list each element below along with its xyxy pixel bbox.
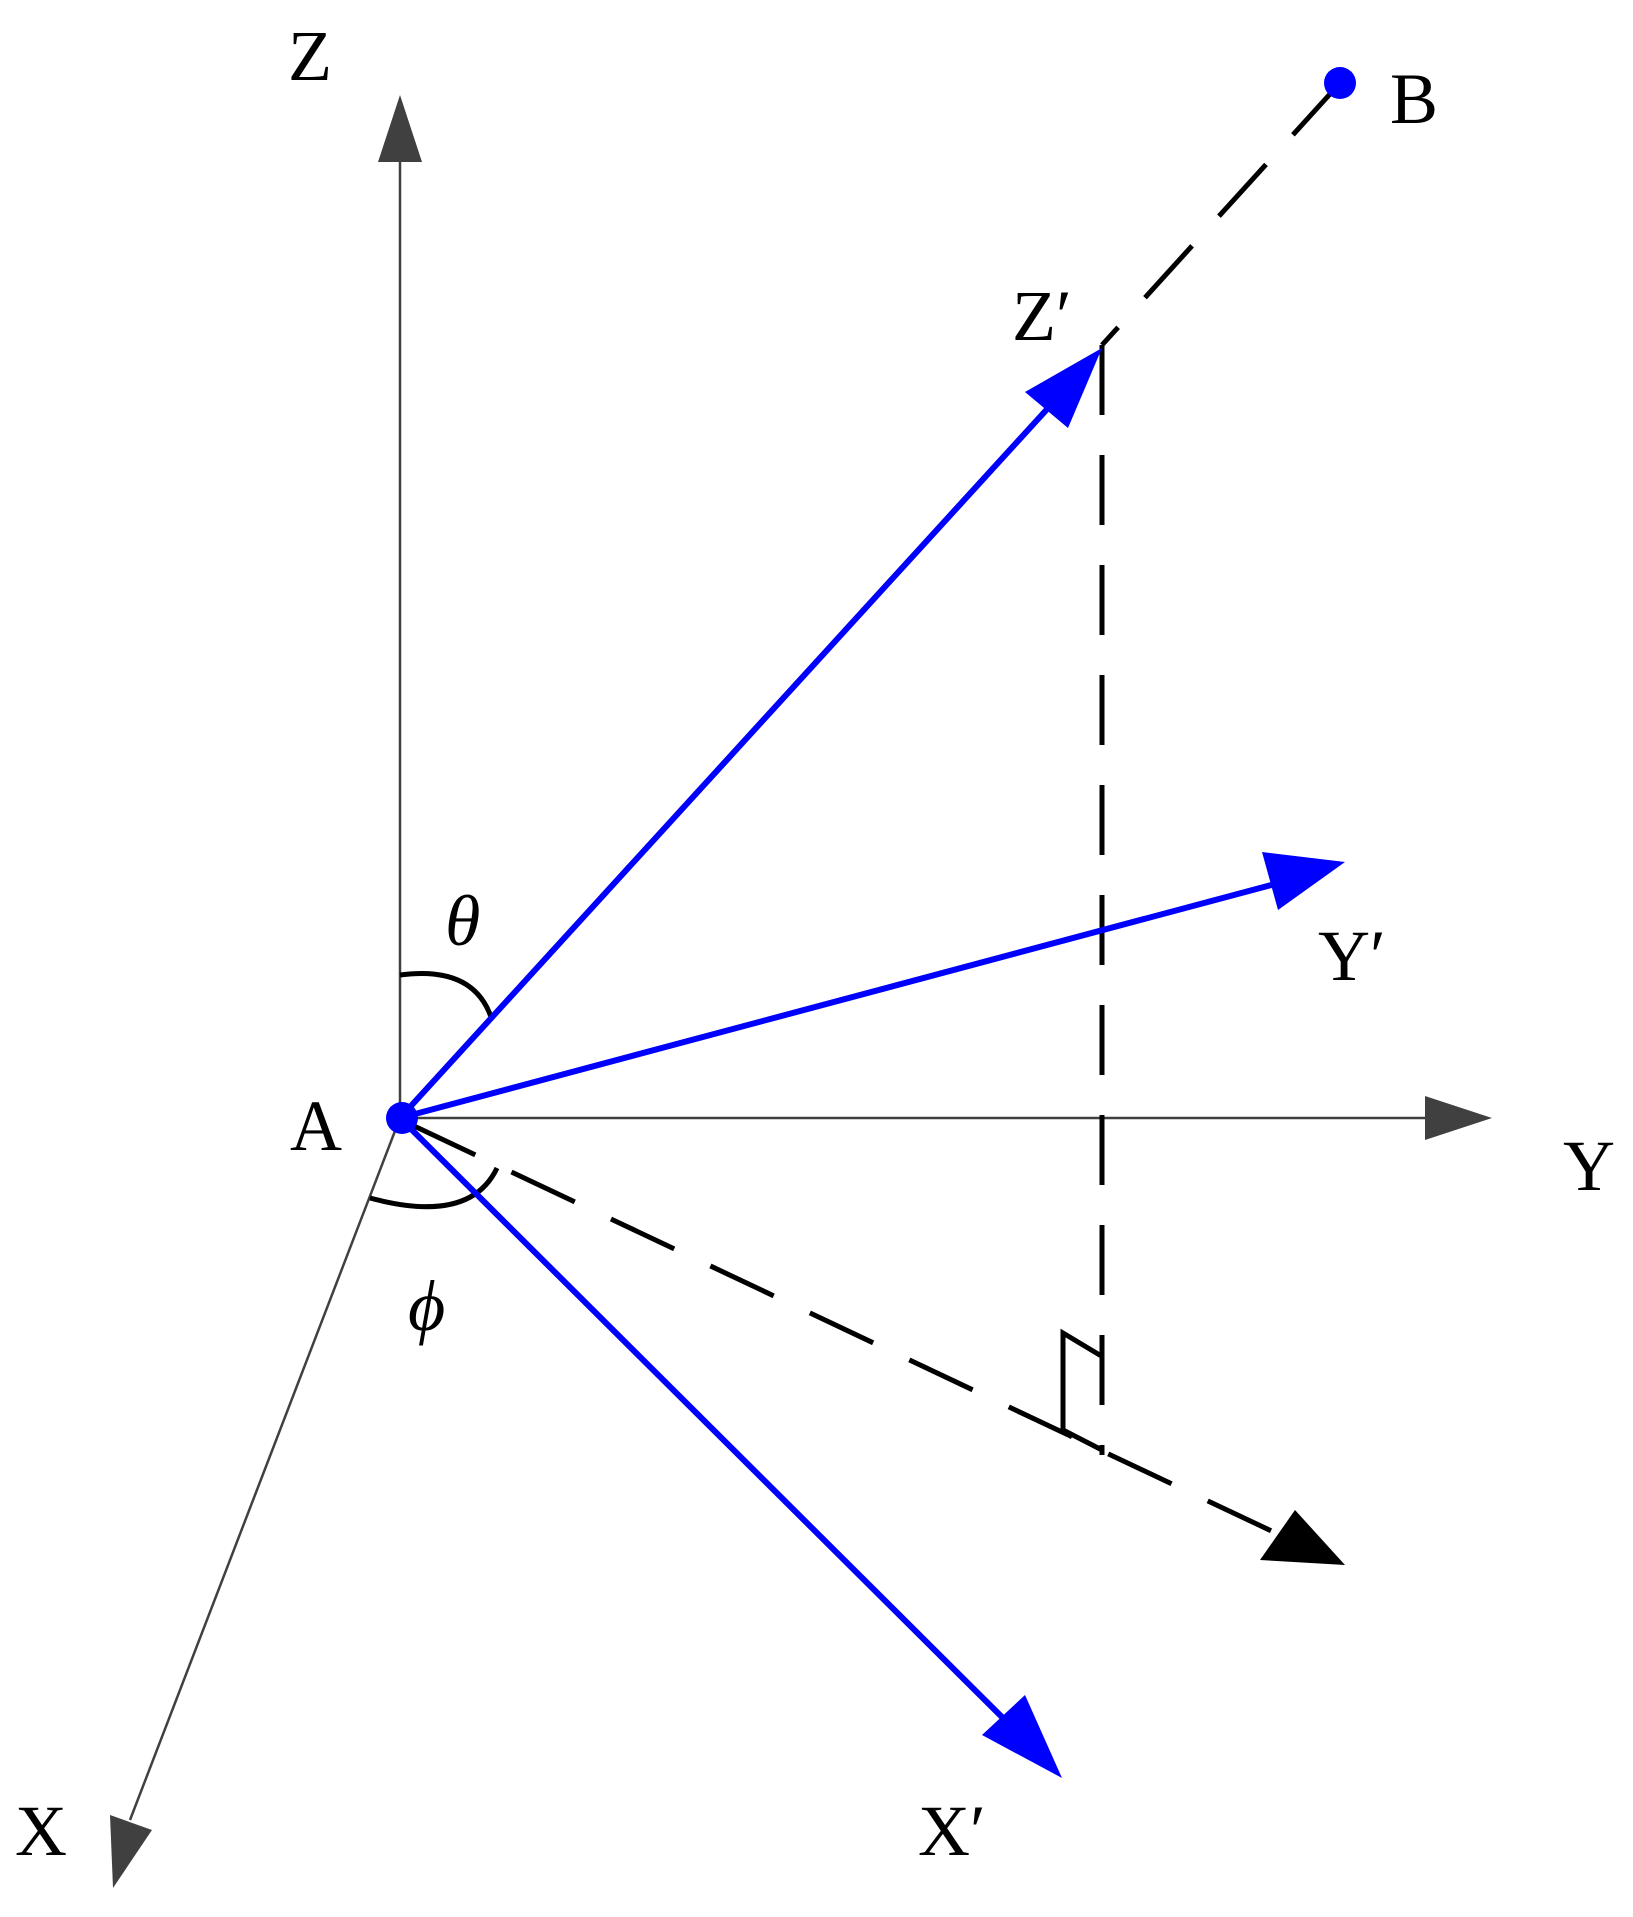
- point-a: [386, 1102, 418, 1134]
- dashed-projection-xy: [410, 1122, 1345, 1565]
- phi-arc: [369, 1166, 500, 1210]
- x-axis-label: X: [15, 1791, 67, 1871]
- dashed-line-b-zprime: [1100, 81, 1342, 347]
- dashed-projection-arrowhead: [1260, 1510, 1345, 1565]
- point-b: [1324, 67, 1356, 99]
- vector-z-prime: [397, 348, 1102, 1121]
- point-a-label: A: [290, 1086, 342, 1166]
- phi-label: ϕ: [408, 1266, 445, 1346]
- y-prime-label: Y′: [1318, 916, 1386, 996]
- theta-arc: [399, 970, 495, 1021]
- z-axis: [378, 95, 422, 1118]
- z-axis-label: Z: [288, 16, 332, 96]
- x-prime-label: X′: [918, 1791, 986, 1871]
- y-axis: [400, 1096, 1492, 1140]
- vector-x-prime: [397, 1115, 1062, 1778]
- y-axis-label: Y: [1563, 1126, 1615, 1206]
- y-axis-arrowhead: [1425, 1096, 1492, 1140]
- right-angle-marker: [1060, 1328, 1105, 1453]
- point-b-label: B: [1390, 59, 1438, 139]
- x-axis: [110, 1117, 402, 1888]
- z-prime-label: Z′: [1012, 276, 1072, 356]
- z-axis-arrowhead: [378, 95, 422, 162]
- vector-x-prime-arrowhead: [982, 1695, 1062, 1778]
- vector-y-prime-arrowhead: [1262, 852, 1345, 910]
- vector-z-prime-arrowhead: [1025, 348, 1102, 428]
- vector-y-prime: [399, 852, 1345, 1121]
- x-axis-arrowhead: [110, 1815, 152, 1888]
- theta-label: θ: [445, 881, 480, 961]
